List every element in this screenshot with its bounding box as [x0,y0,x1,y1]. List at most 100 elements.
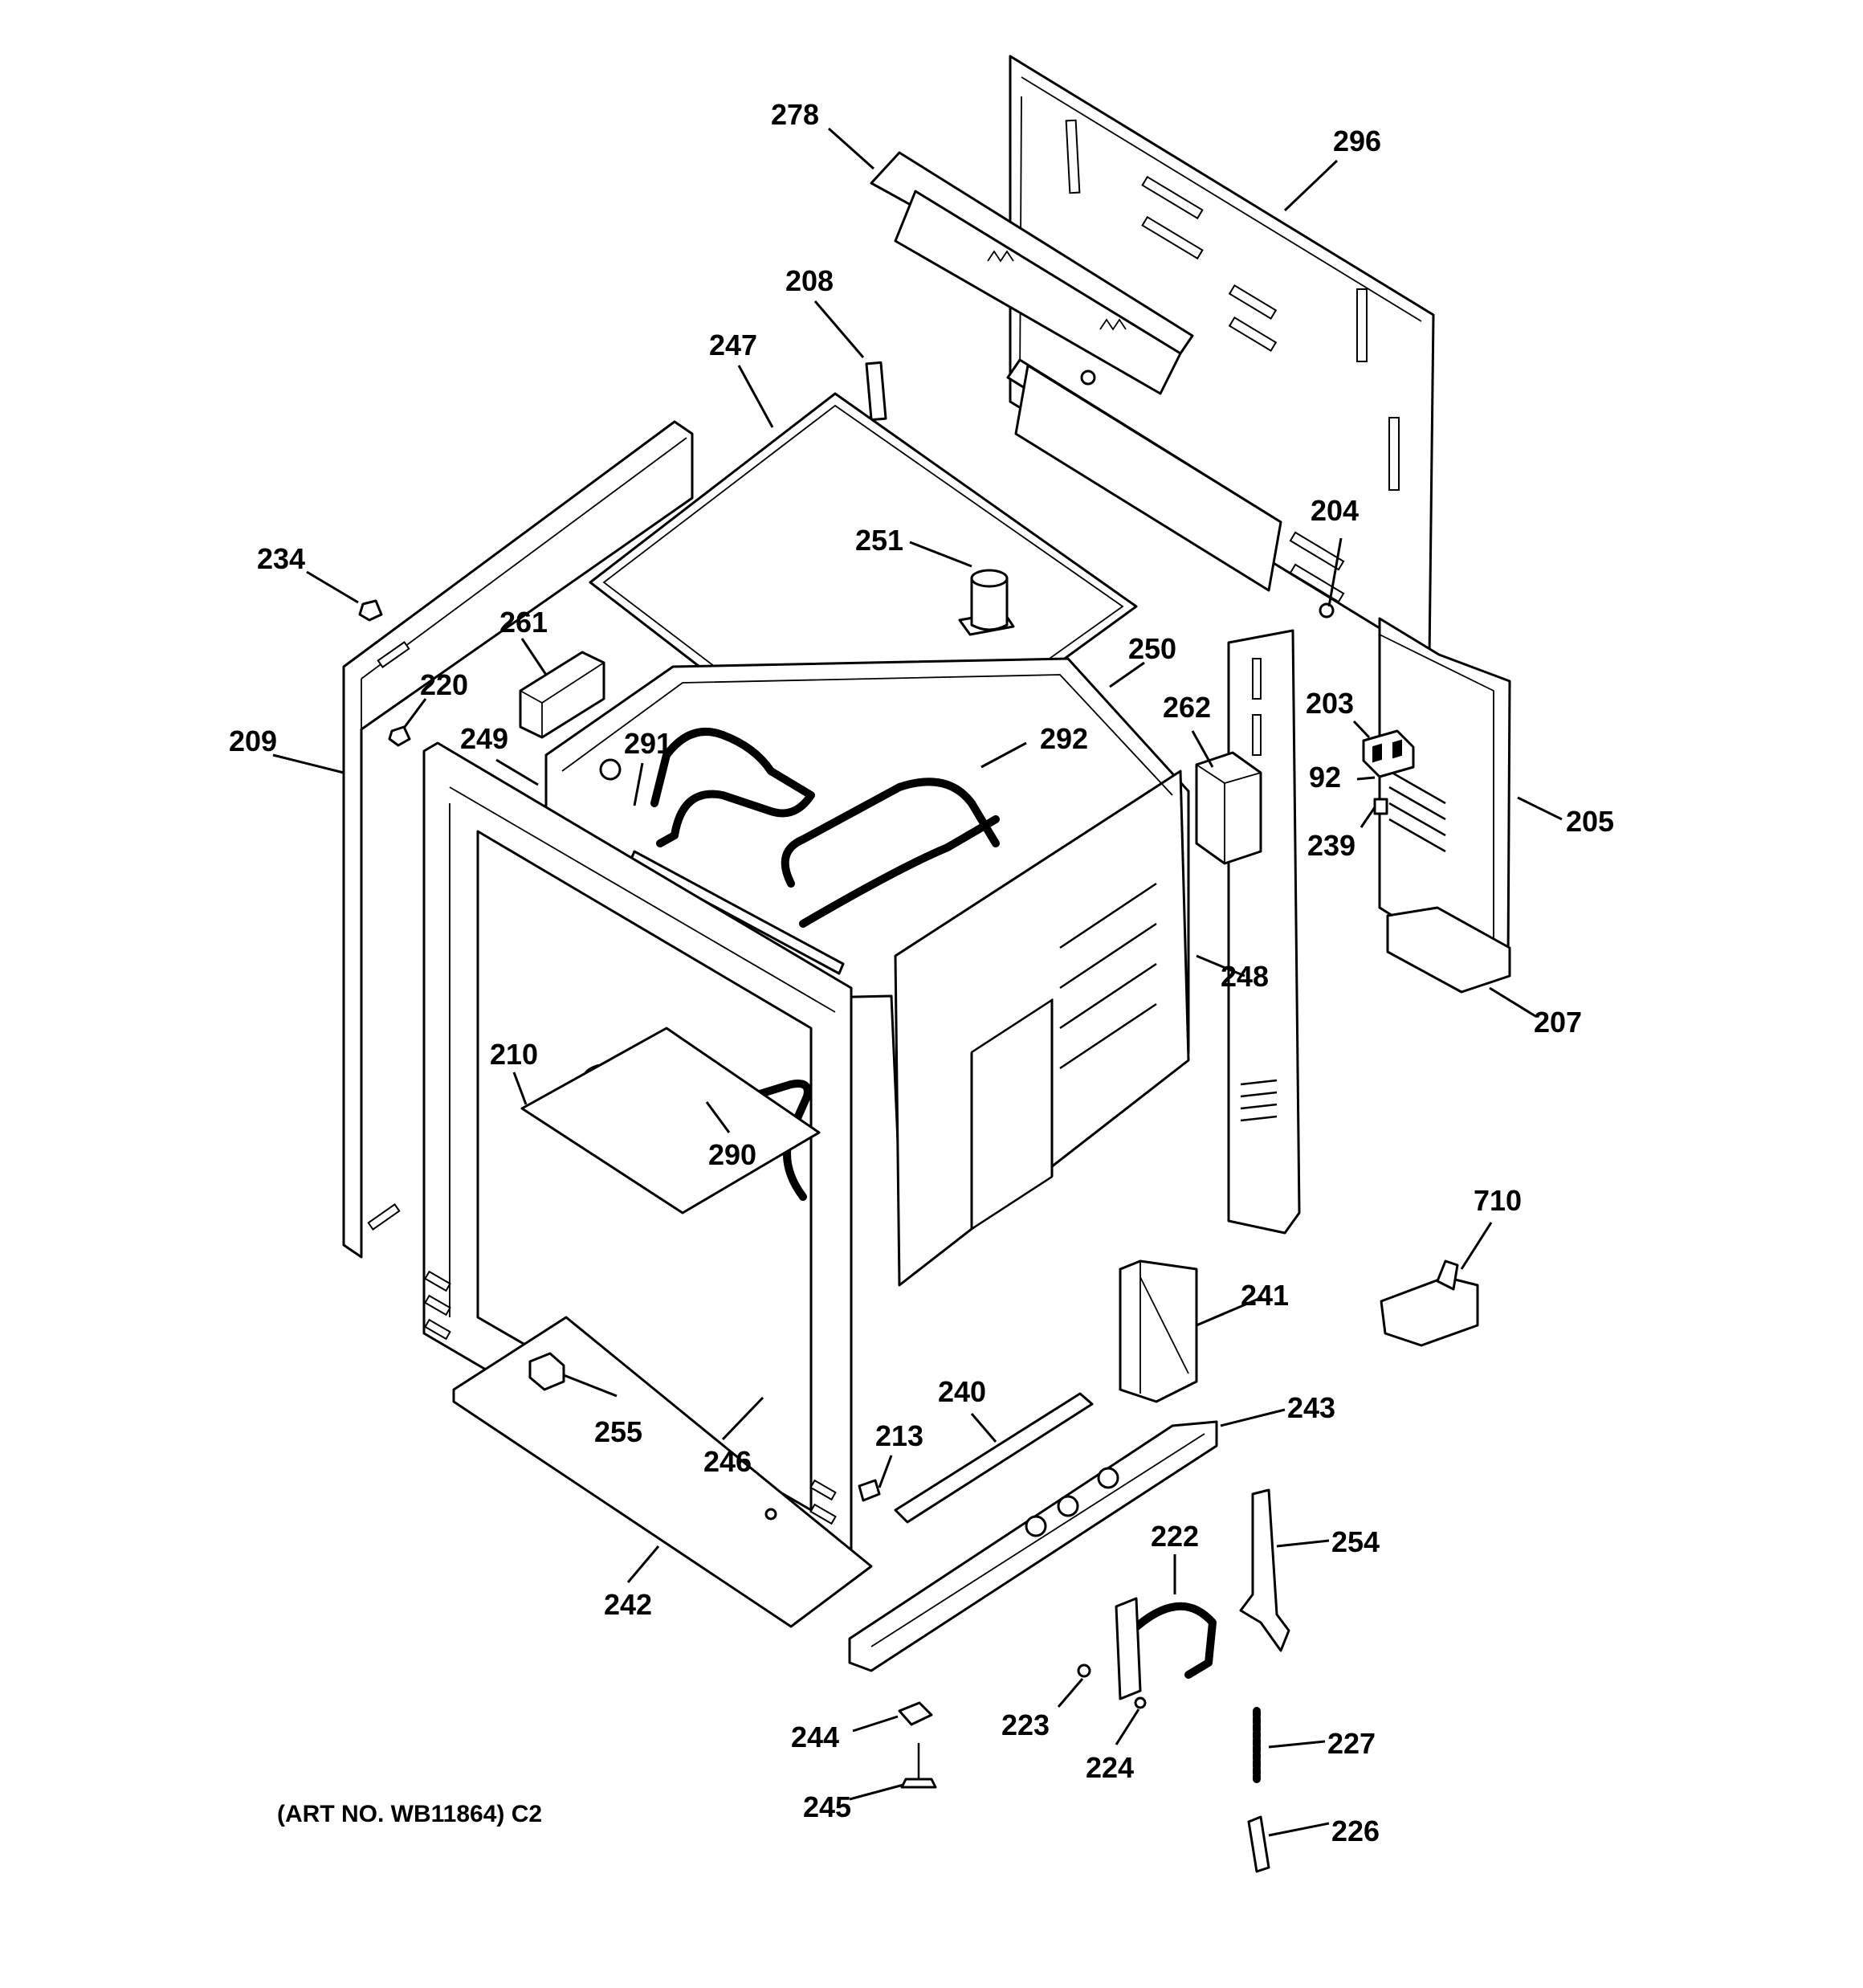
leader-224 [1115,1708,1140,1745]
leader-291 [633,762,644,806]
callout-250: 250 [1128,632,1176,665]
callout-208: 208 [785,264,834,297]
leader-255 [563,1374,618,1398]
callout-222: 222 [1151,1520,1199,1553]
callout-291: 291 [624,727,672,760]
leader-223 [1057,1678,1084,1708]
part-screw [1077,1663,1091,1678]
callout-203: 203 [1306,687,1354,720]
part-nut [1134,1696,1147,1709]
leader-240 [970,1413,997,1443]
callout-710: 710 [1474,1184,1522,1217]
leader-290 [705,1101,731,1133]
callout-224: 224 [1086,1751,1134,1784]
part-vent-shield [870,151,1282,592]
callout-227: 227 [1327,1727,1376,1760]
leader-710 [1460,1222,1493,1270]
leader-210 [512,1072,528,1105]
part-bottom-bracket [1386,906,1511,994]
leader-209 [272,753,344,774]
leader-92 [1356,776,1376,781]
leader-227 [1268,1740,1326,1749]
part-cylinder-bracket [958,569,1015,636]
callout-210: 210 [490,1038,538,1071]
callout-242: 242 [604,1588,652,1621]
leader-248 [1196,954,1245,978]
callout-255: 255 [594,1415,642,1448]
callout-223: 223 [1001,1708,1050,1741]
part-bottom-strip [894,1392,1094,1524]
callout-220: 220 [420,668,468,701]
leader-261 [520,638,548,676]
callout-244: 244 [791,1721,839,1753]
callout-213: 213 [875,1419,923,1452]
part-strip [865,361,887,422]
part-hinge-arm [1239,1488,1290,1652]
part-terminal-block [1362,729,1415,815]
part-side-panel-right [1227,629,1301,1235]
callout-239: 239 [1307,829,1355,862]
part-knob [528,1352,565,1391]
leader-204 [1327,537,1343,607]
leader-242 [626,1545,660,1583]
leader-243 [1220,1408,1286,1427]
leader-246 [721,1396,764,1441]
leader-241 [1196,1296,1263,1327]
callout-234: 234 [257,542,305,575]
part-grommet [388,725,411,747]
part-bottom-panel [452,1316,873,1628]
leader-213 [878,1455,893,1488]
callout-240: 240 [938,1375,986,1408]
leader-245 [849,1783,904,1801]
leader-247 [737,365,774,428]
callout-205: 205 [1566,805,1614,838]
callout-247: 247 [709,329,757,361]
leader-278 [828,127,874,170]
callout-204: 204 [1311,494,1359,527]
part-insulation-left [519,651,605,739]
callout-251: 251 [855,524,903,557]
part-leveler [900,1743,937,1789]
part-leveler-bracket [898,1701,933,1726]
leader-226 [1268,1822,1330,1837]
leader-250 [1109,661,1145,688]
leader-292 [980,741,1027,769]
callout-226: 226 [1331,1815,1380,1847]
leader-203 [1352,720,1371,739]
part-plug-button [358,599,383,622]
part-bake-element [520,1027,821,1214]
leader-220 [403,698,427,728]
leader-251 [909,541,972,568]
part-clip [858,1479,881,1502]
art-number: (ART NO. WB11864) C2 [277,1801,542,1827]
leader-254 [1276,1539,1330,1548]
callout-207: 207 [1534,1006,1582,1039]
leader-244 [852,1715,899,1733]
leader-234 [306,570,359,604]
callout-262: 262 [1163,691,1211,724]
callout-248: 248 [1221,960,1269,993]
callout-241: 241 [1241,1279,1289,1312]
leader-296 [1283,159,1339,212]
leader-239 [1360,806,1376,828]
callout-243: 243 [1287,1391,1335,1424]
callout-278: 278 [771,98,819,131]
callout-249: 249 [460,722,508,755]
callout-leader-lines [272,127,1563,1837]
callout-296: 296 [1333,125,1381,157]
part-drawings [342,55,1511,1873]
callout-261: 261 [499,606,548,639]
part-oven-liner [544,657,1190,1287]
callout-246: 246 [703,1445,752,1478]
part-wire-hinge [1115,1597,1217,1700]
callout-292: 292 [1040,722,1088,755]
part-bottom-rail [848,1420,1218,1672]
part-insulation-right [1195,751,1262,865]
callout-labels: 278 296 208 247 251 204 234 261 250 220 … [229,98,1614,1847]
leader-249 [495,758,539,786]
callout-92: 92 [1309,761,1341,794]
part-link [1247,1815,1270,1873]
callout-290: 290 [708,1138,756,1171]
part-back-panel [1009,55,1435,660]
